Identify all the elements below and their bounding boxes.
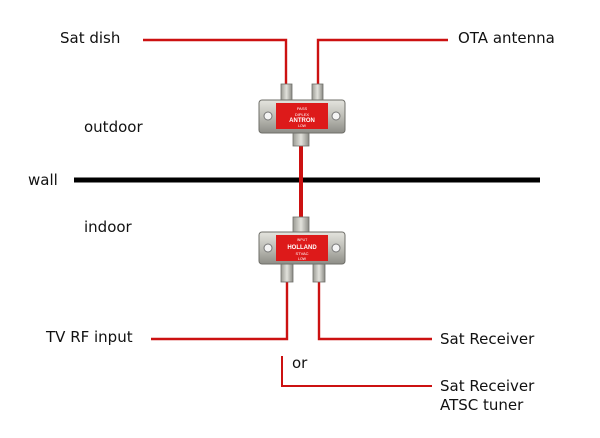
alt-sat-receiver-wire xyxy=(281,356,432,387)
sat-receiver-atsc-label-line1: Sat Receiver xyxy=(440,377,535,395)
indoor-label: indoor xyxy=(84,218,132,236)
sat-dish-wire xyxy=(143,38,288,88)
top-diplexer-line1: PASS xyxy=(297,106,308,111)
tv-rf-input-label: TV RF input xyxy=(46,328,133,346)
bottom-diplexer-label-plate xyxy=(276,235,328,261)
outdoor-label: outdoor xyxy=(84,118,143,136)
bottom-diplexer-line1: INPUT xyxy=(297,238,308,242)
sat-receiver-wire xyxy=(317,280,432,341)
tv-rf-input-wire xyxy=(151,280,289,341)
bottom-diplexer-line2: STVAC xyxy=(295,251,308,256)
or-label: or xyxy=(292,354,308,372)
top-diplexer-label-plate xyxy=(276,103,328,129)
sat-receiver-label: Sat Receiver xyxy=(440,330,535,348)
top-diplexer: PASS DIPLEX ANTRON LOW xyxy=(258,83,346,147)
sat-dish-label: Sat dish xyxy=(60,29,121,47)
top-diplexer-brand: ANTRON xyxy=(289,118,315,124)
top-diplexer-line3: LOW xyxy=(298,124,307,128)
sat-receiver-atsc-label-line2: ATSC tuner xyxy=(440,396,524,414)
ota-antenna-wire xyxy=(316,38,448,88)
ota-antenna-label: OTA antenna xyxy=(458,29,555,47)
bottom-diplexer-line3: LOW xyxy=(298,257,307,261)
top-diplexer-line2: DIPLEX xyxy=(295,112,310,117)
wall-label: wall xyxy=(28,171,58,189)
bottom-diplexer: INPUT HOLLAND STVAC LOW xyxy=(258,216,346,283)
bottom-diplexer-brand: HOLLAND xyxy=(287,245,317,251)
